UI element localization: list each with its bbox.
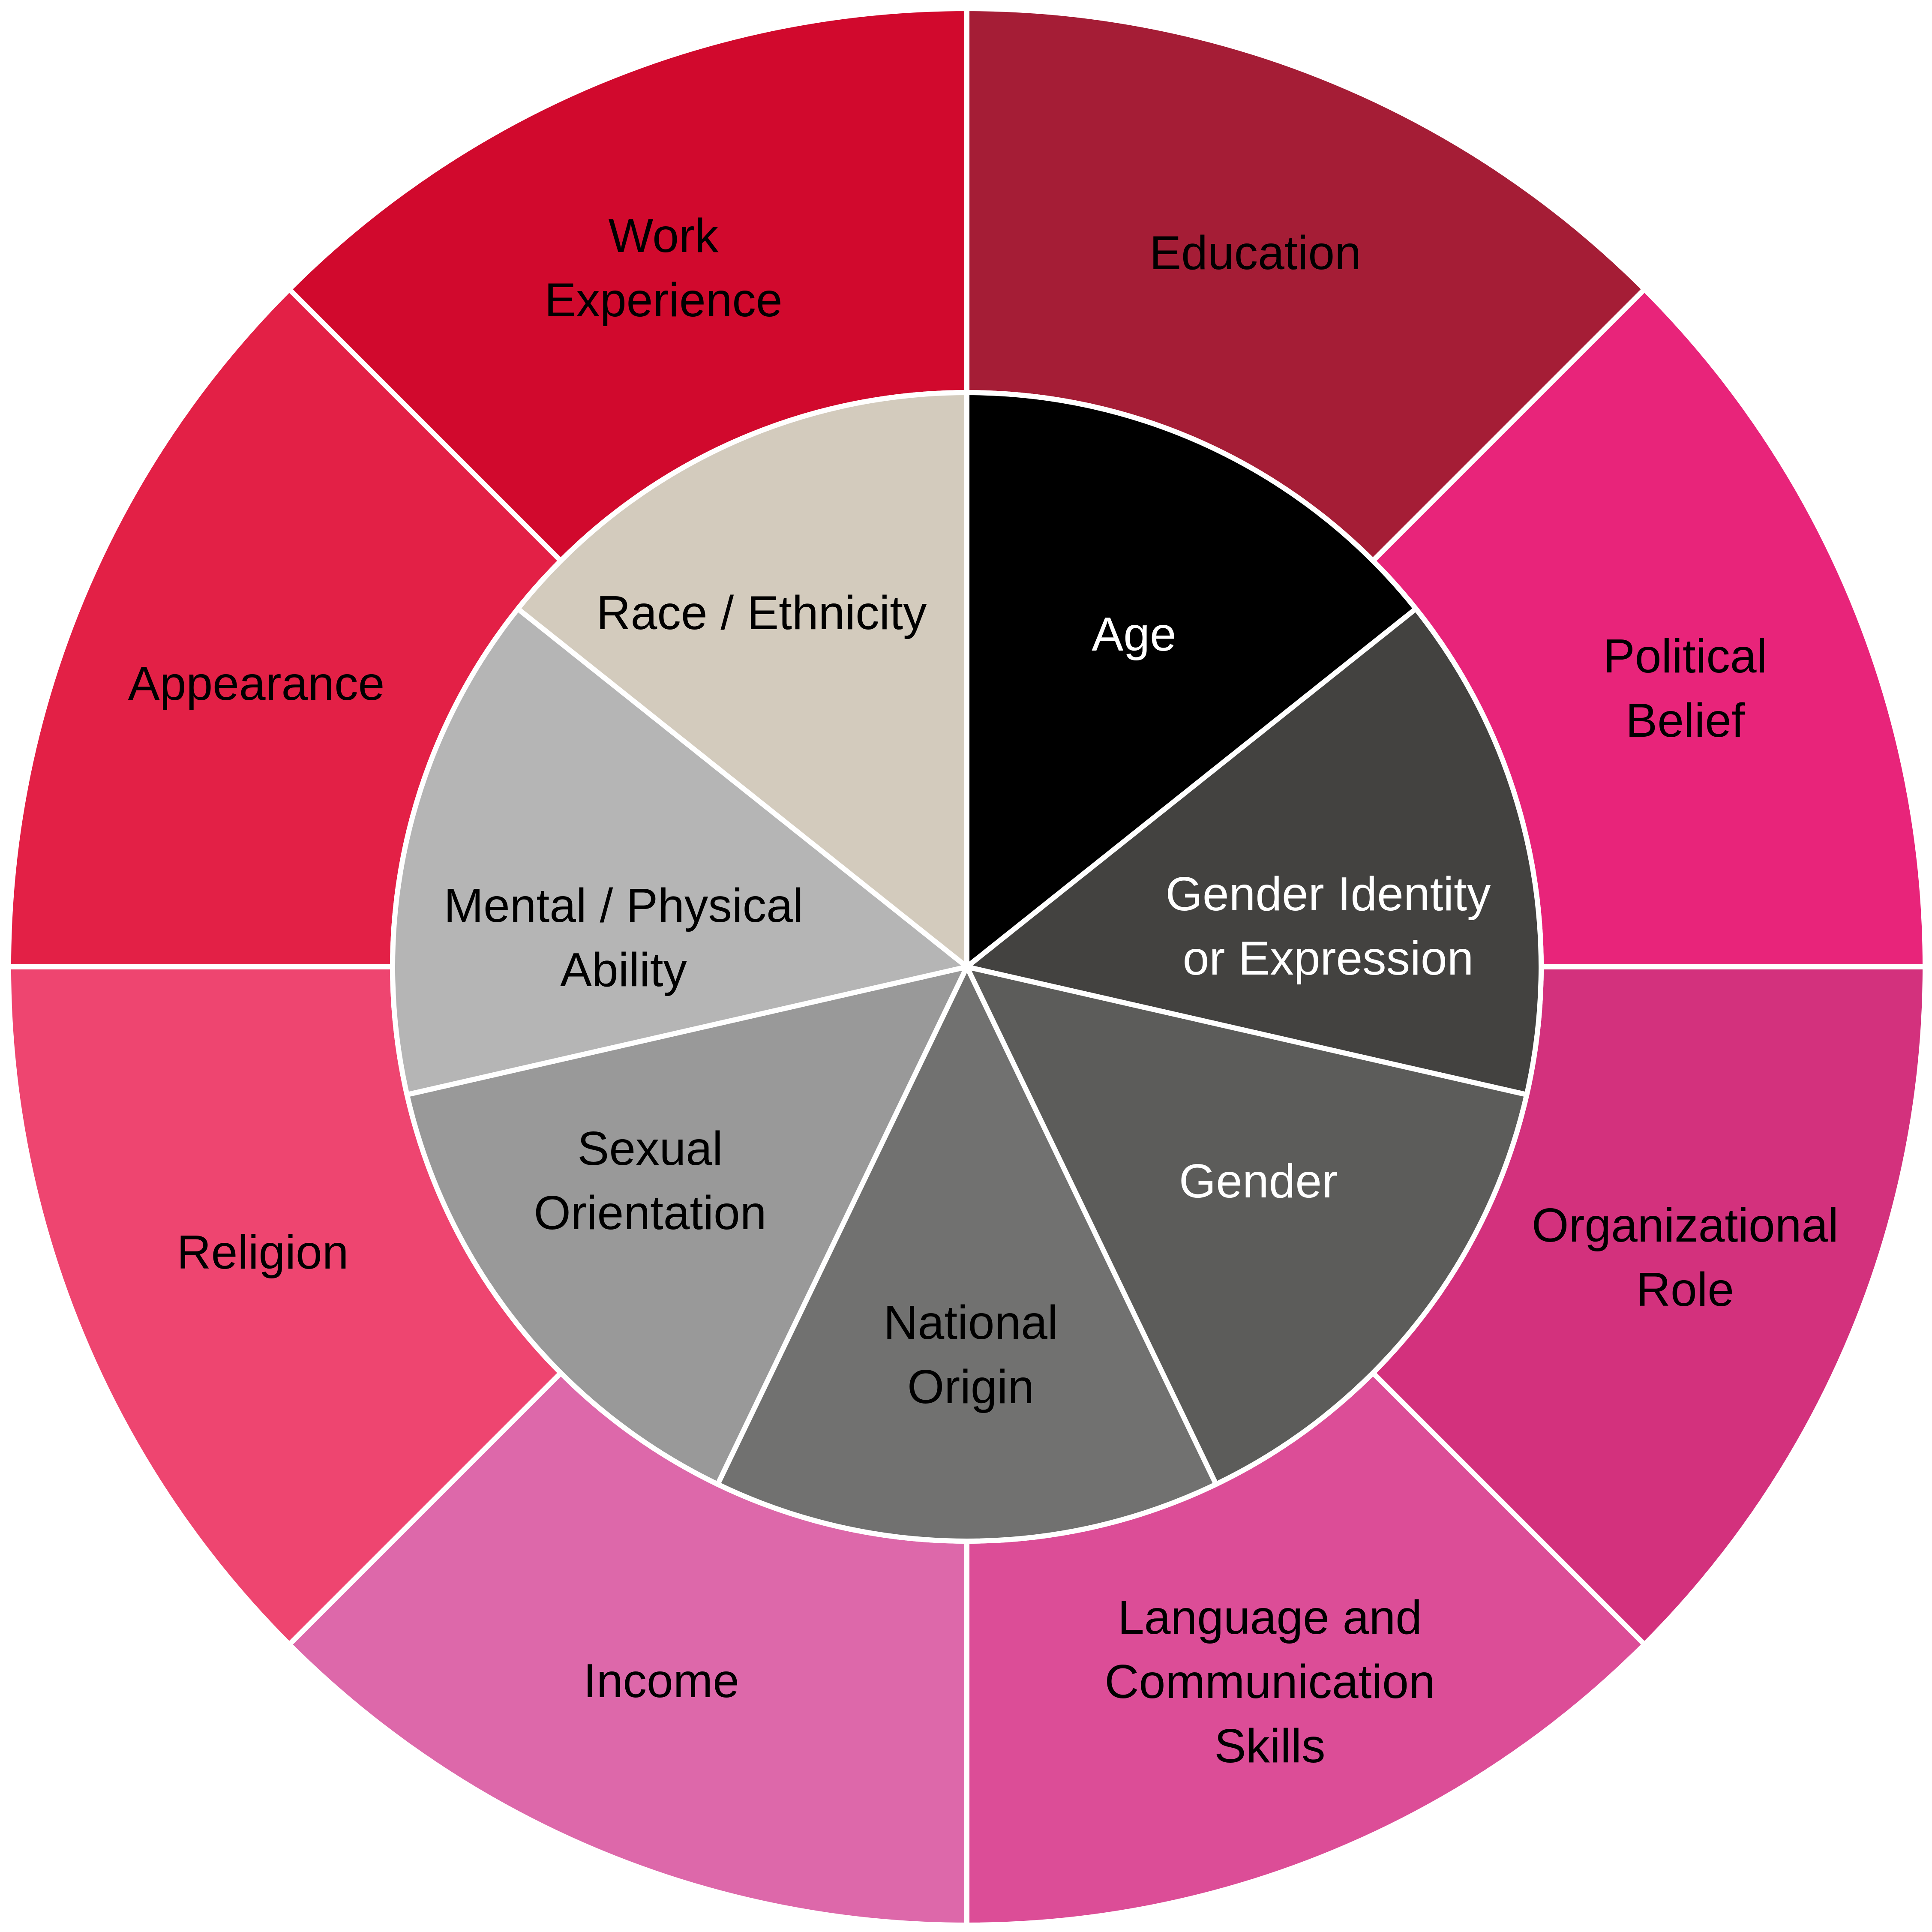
outer-segment-appearance-label-line: Appearance xyxy=(128,657,385,710)
outer-segment-language-and-communication-skills-label-line: Communication xyxy=(1104,1655,1435,1708)
inner-segment-gender-label: Gender xyxy=(1179,1155,1338,1208)
outer-segment-religion-label-line: Religion xyxy=(177,1226,348,1279)
outer-segment-appearance-label: Appearance xyxy=(128,657,385,710)
outer-segment-language-and-communication-skills-label-line: Skills xyxy=(1214,1719,1325,1773)
inner-segment-sexual-orientation-label-line: Orientation xyxy=(534,1186,767,1239)
inner-segment-sexual-orientation xyxy=(404,963,972,1488)
inner-segment-gender-identity-or-expression-label-line: or Expression xyxy=(1183,932,1474,985)
inner-segment-race-ethnicity-label: Race / Ethnicity xyxy=(596,586,927,639)
inner-segment-age-label-line: Age xyxy=(1092,608,1176,661)
inner-circle xyxy=(390,390,1544,1544)
inner-segment-race-ethnicity xyxy=(514,390,969,972)
outer-segment-organizational-role-label-line: Organizational xyxy=(1532,1199,1839,1252)
inner-segment-sexual-orientation-label-line: Sexual xyxy=(577,1122,723,1175)
outer-segment-political-belief-label-line: Belief xyxy=(1626,694,1745,747)
outer-segment-education-label: Education xyxy=(1149,226,1361,279)
inner-segment-gender-identity-or-expression-label-line: Gender Identity xyxy=(1166,867,1491,921)
outer-segment-political-belief-label-line: Political xyxy=(1603,630,1767,683)
inner-segment-gender-identity-or-expression-label: Gender Identity or Expression xyxy=(1166,867,1491,985)
outer-segment-religion-label: Religion xyxy=(177,1226,348,1279)
inner-segment-mental-physical-ability-label-line: Mental / Physical xyxy=(444,879,803,932)
outer-segment-education-label-line: Education xyxy=(1149,226,1361,279)
outer-segment-organizational-role-label-line: Role xyxy=(1636,1263,1734,1316)
inner-segment-gender-label-line: Gender xyxy=(1179,1155,1338,1208)
inner-segment-national-origin xyxy=(714,961,1220,1544)
inner-segment-mental-physical-ability xyxy=(390,605,973,1098)
inner-segment-gender xyxy=(962,963,1530,1488)
outer-segment-language-and-communication-skills-label-line: Language and xyxy=(1118,1591,1422,1644)
outer-segment-income-label: Income xyxy=(583,1654,739,1707)
inner-segment-mental-physical-ability-label-line: Ability xyxy=(560,943,687,996)
inner-segment-age xyxy=(964,390,1420,972)
inner-segment-national-origin-label-line: National xyxy=(883,1296,1058,1349)
inner-segment-gender-identity-or-expression xyxy=(961,605,1544,1098)
outer-segment-income-label-line: Income xyxy=(583,1654,739,1707)
outer-segment-work-experience-label-line: Experience xyxy=(544,273,782,327)
inner-segment-race-ethnicity-label-line: Race / Ethnicity xyxy=(596,586,927,639)
outer-segment-work-experience-label-line: Work xyxy=(609,209,719,262)
inner-segment-age-label: Age xyxy=(1092,608,1176,661)
inner-segment-national-origin-label-line: Origin xyxy=(907,1360,1034,1413)
outer-ring xyxy=(6,6,1928,1928)
